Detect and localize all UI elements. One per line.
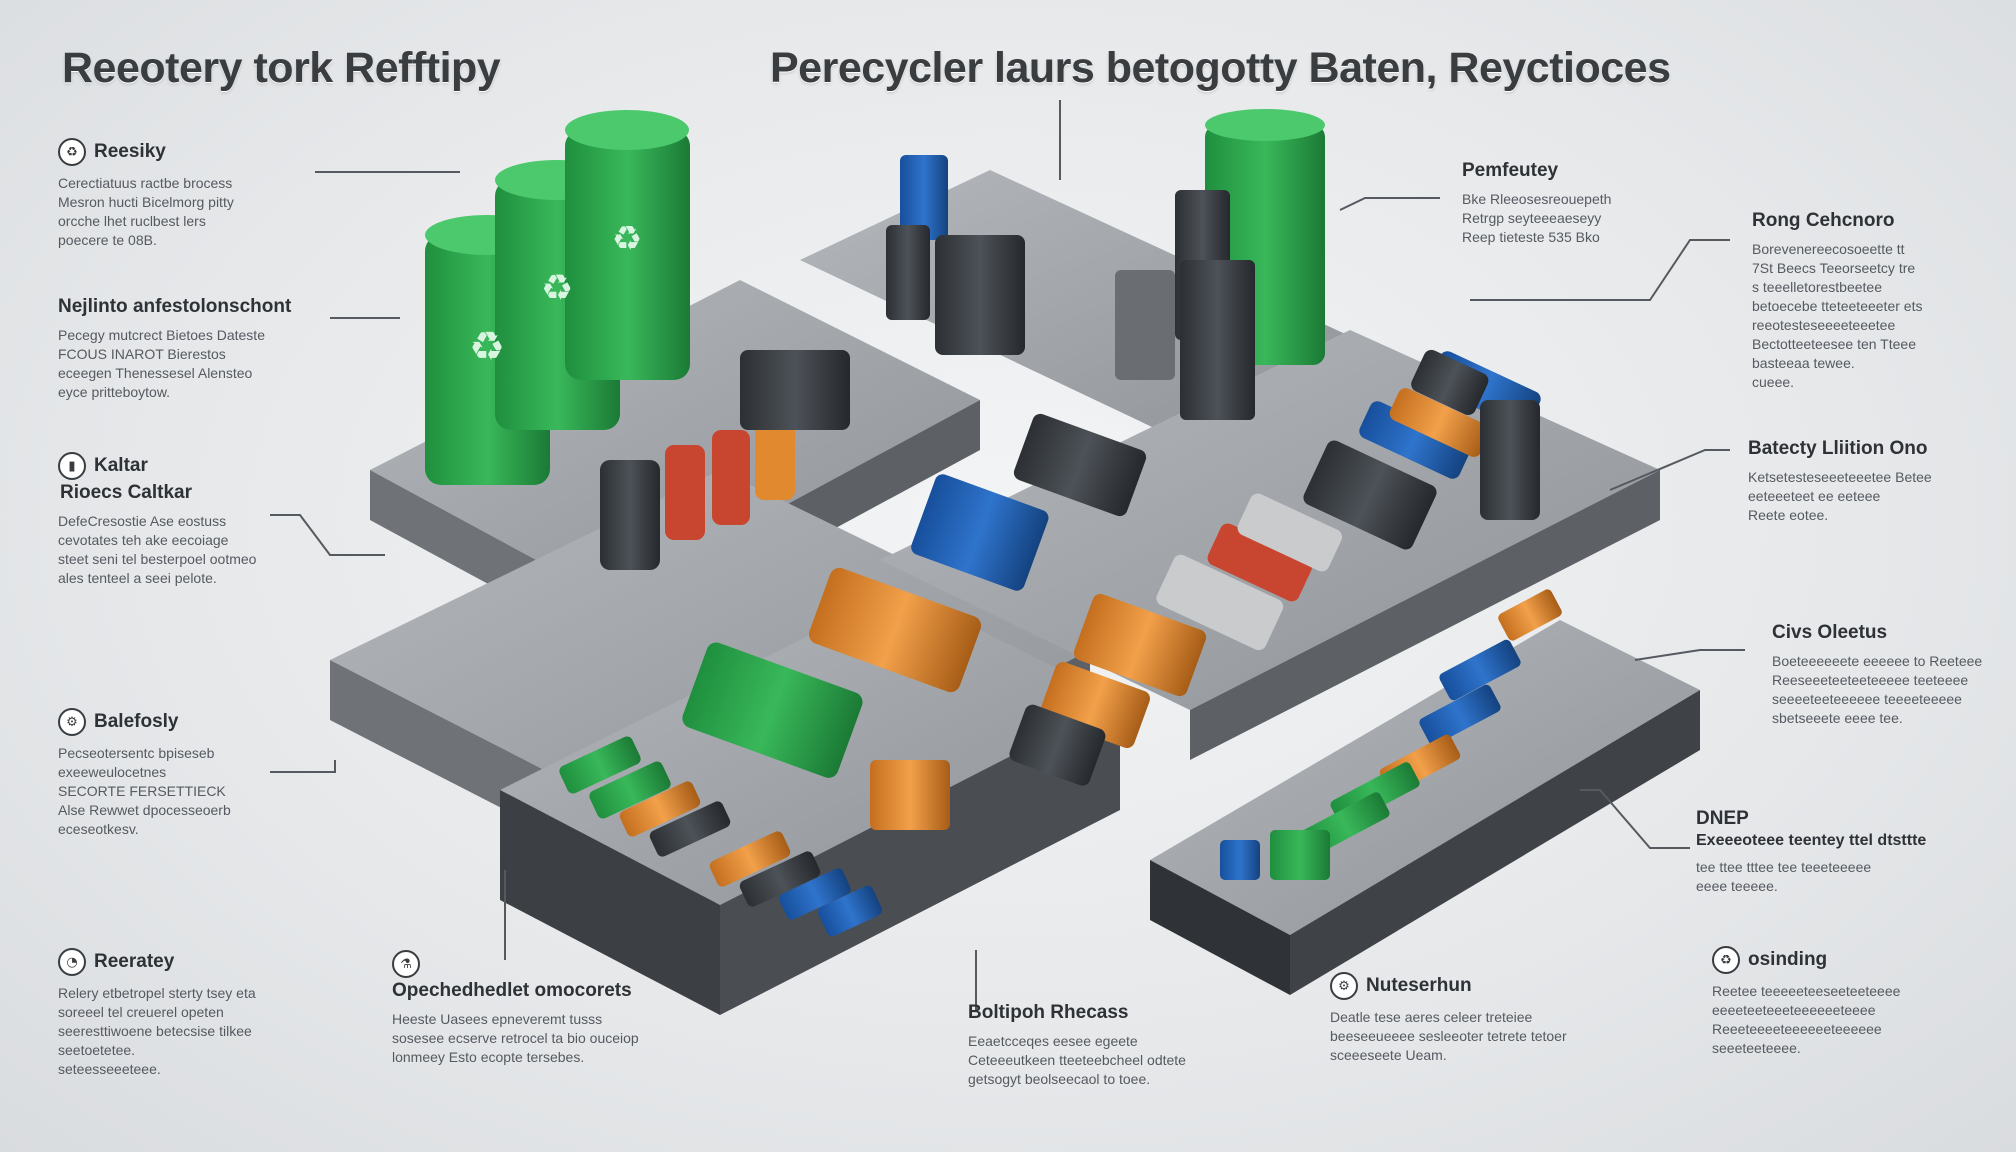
cylinder-cells — [600, 350, 850, 570]
label-civs: Civs Oleetus Boeteeeeeete eeeeee to Reet… — [1772, 622, 1983, 726]
gear-icon: ⚙ — [1330, 972, 1358, 1000]
recycle-icon: ♻ — [612, 219, 642, 259]
label-boltipoh: Boltipoh Rhecass Eeaetcceqes eesee egeet… — [968, 1002, 1186, 1087]
battery-modules-middle — [682, 413, 1342, 786]
small-battery-packs-top — [886, 109, 1325, 420]
battery-icon: ▮ — [58, 452, 86, 480]
label-opeshed: ⚗ Opechedhedlet omocorets Heeste Uasees … — [392, 950, 712, 1067]
label-kaltar: ▮Kaltar Rioecs Caltkar DefeCresostie Ase… — [58, 452, 318, 588]
battery-modules-right — [1303, 349, 1541, 550]
label-nuteseen: ⚙Nuteserhun Deatle tese aeres celeer tre… — [1330, 972, 1650, 1065]
flask-icon: ⚗ — [392, 950, 420, 978]
label-dnep: DNEP Exeeeoteee teentey ttel dtsttte tee… — [1696, 808, 1927, 894]
title-left: Reeotery tork Refftipy — [62, 44, 501, 92]
label-nejlinto: Nejlinto anfestolonschont Pecegy mutcrec… — [58, 296, 292, 400]
chart-icon: ◔ — [58, 948, 86, 976]
recycle-icon: ♻ — [541, 268, 573, 309]
recycle-icon: ♻ — [1712, 946, 1740, 974]
label-balefosy: ⚙Balefosly Pecseotersentc bpiseseb exeew… — [58, 708, 318, 839]
label-reesky: ♻Reesiky Cerectiatuus ractbe brocess Mes… — [58, 138, 318, 250]
small-cells-lower — [559, 736, 950, 937]
label-pemfeutey: Pemfeutey Bke Rleeosesreouepeth Retrgp s… — [1462, 160, 1612, 245]
leader-lines — [270, 100, 1745, 1010]
recycle-icon: ♻ — [469, 324, 505, 370]
label-rengschen: Rong Cehcnoro Borevenereecosoeette tt 7S… — [1752, 210, 1923, 390]
label-batecty: Batecty Lliition Ono Ketsetesteseeeteeet… — [1748, 438, 1932, 523]
gear-icon: ⚙ — [58, 708, 86, 736]
label-reeratey: ◔Reeratey Relery etbetropel sterty tsey … — [58, 948, 318, 1079]
recycle-icon: ♻ — [58, 138, 86, 166]
large-green-cells: ♻ ♻ ♻ — [425, 110, 690, 485]
label-osinding: ♻osinding Reetee teeeeeteeseeteeteeee ee… — [1712, 946, 2002, 1058]
battery-tray-lower-right — [1220, 589, 1562, 880]
page-title: Perecycler laurs betogotty Baten, Reycti… — [770, 44, 1671, 92]
